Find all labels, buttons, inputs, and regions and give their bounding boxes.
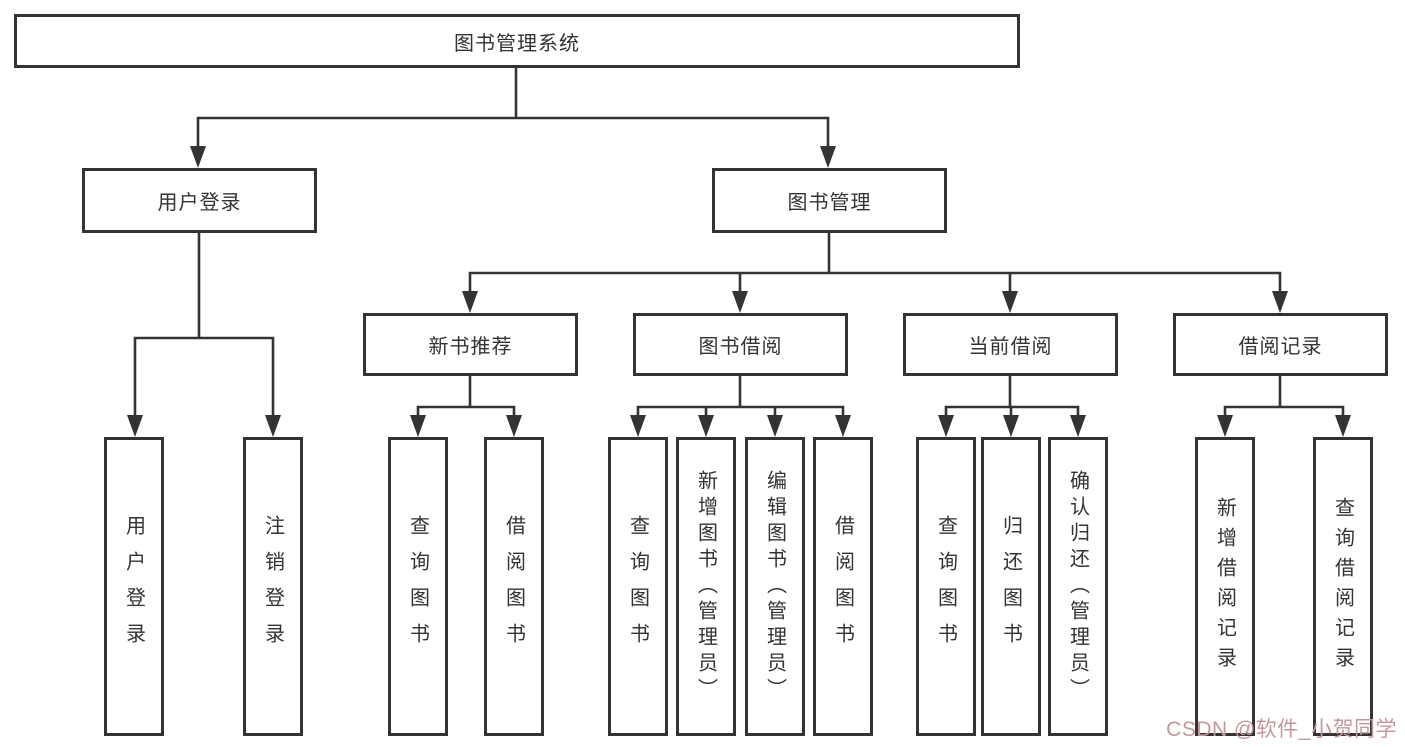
node-user-login: 用户登录: [82, 168, 317, 233]
leaf-borrow-books: 借阅图书: [813, 437, 873, 736]
node-borrow-record: 借阅记录: [1173, 313, 1388, 376]
leaf-query-books-recommend: 查询图书: [388, 437, 448, 736]
csdn-watermark: CSDN @软件_小贺同学: [1166, 718, 1397, 741]
leaf-add-borrow-record: 新增借阅记录: [1195, 437, 1255, 736]
leaf-borrow-books-recommend: 借阅图书: [484, 437, 544, 736]
leaf-query-books-borrow: 查询图书: [608, 437, 668, 736]
leaf-query-books-current: 查询图书: [916, 437, 976, 736]
node-library-system: 图书管理系统: [14, 14, 1020, 68]
leaf-user-login: 用户登录: [104, 437, 164, 736]
node-current-borrow: 当前借阅: [903, 313, 1118, 376]
leaf-query-borrow-record: 查询借阅记录: [1313, 437, 1373, 736]
arrowheads: [127, 146, 1351, 437]
node-book-management: 图书管理: [712, 168, 947, 233]
leaf-return-books: 归还图书: [981, 437, 1041, 736]
leaf-confirm-return-admin: 确认归还（管理员）: [1048, 437, 1108, 736]
node-book-borrow: 图书借阅: [633, 313, 848, 376]
leaf-logout: 注销登录: [243, 437, 303, 736]
node-new-book-recommend: 新书推荐: [363, 313, 578, 376]
leaf-add-books-admin: 新增图书（管理员）: [676, 437, 736, 736]
leaf-edit-books-admin: 编辑图书（管理员）: [745, 437, 805, 736]
